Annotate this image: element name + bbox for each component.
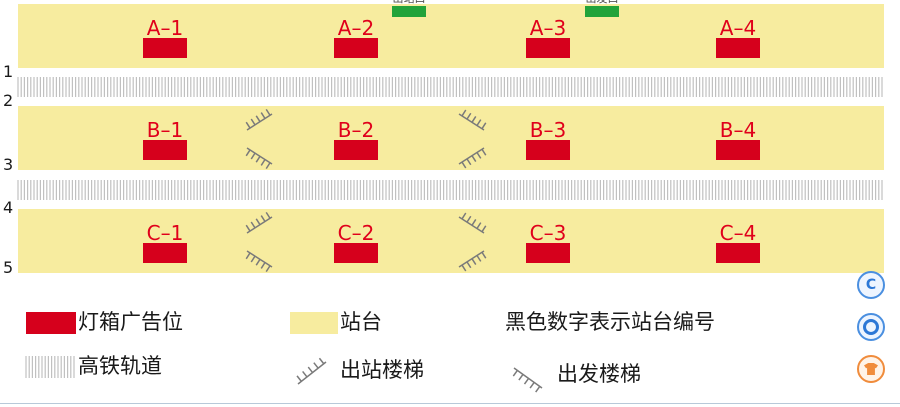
booth-label: C–2	[338, 221, 375, 245]
booth-label: C–1	[147, 221, 184, 245]
legend-departure-stairs-icon	[512, 367, 543, 393]
entrance-marker-1	[392, 6, 426, 17]
copyright-icon[interactable]: C	[857, 271, 885, 299]
platform-number-5: 5	[3, 258, 13, 277]
shirt-icon[interactable]	[857, 355, 885, 383]
platform-number-4: 4	[3, 198, 13, 217]
platform-number-3: 3	[3, 155, 13, 174]
exit-stairs-icon	[458, 147, 487, 169]
departure-stairs-icon	[458, 212, 487, 234]
lightbox-ad-A-1	[143, 38, 187, 58]
booth-label: A–3	[530, 16, 566, 40]
legend-track-label: 高铁轨道	[78, 354, 162, 378]
lightbox-ad-A-2	[334, 38, 378, 58]
lightbox-ad-C-4	[716, 243, 760, 263]
booth-label: B–1	[147, 118, 183, 142]
platform-number-2: 2	[3, 91, 13, 110]
booth-label: A–1	[147, 16, 183, 40]
departure-stairs-icon	[458, 109, 487, 131]
lightbox-ad-C-1	[143, 243, 187, 263]
entrance-marker-2	[585, 6, 619, 17]
departure-stairs-icon	[245, 250, 273, 273]
exit-stairs-icon	[245, 211, 273, 234]
lightbox-ad-B-4	[716, 140, 760, 160]
legend-exit-stairs-icon	[296, 357, 327, 385]
booth-label: B–3	[530, 118, 566, 142]
booth-label: C–4	[720, 221, 757, 245]
lightbox-ad-A-3	[526, 38, 570, 58]
legend-platform-label: 站台	[340, 310, 382, 334]
exit-stairs-icon	[458, 250, 487, 272]
booth-label: C–3	[530, 221, 567, 245]
lightbox-ad-B-1	[143, 140, 187, 160]
booth-label: B–4	[720, 118, 756, 142]
legend-lightbox-swatch	[26, 312, 76, 334]
lightbox-ad-C-2	[334, 243, 378, 263]
departure-stairs-icon	[245, 147, 273, 170]
legend-exit-stairs-label: 出站楼梯	[340, 358, 424, 382]
lightbox-ad-B-2	[334, 140, 378, 160]
legend-departure-stairs-label: 出发楼梯	[557, 362, 641, 386]
lightbox-ad-A-4	[716, 38, 760, 58]
legend-platform-swatch	[290, 312, 338, 334]
booth-label: A–4	[720, 16, 756, 40]
legend-numbers-note: 黑色数字表示站台编号	[505, 310, 715, 334]
legend-track-swatch	[25, 356, 75, 378]
lightbox-ad-C-3	[526, 243, 570, 263]
booth-label: A–2	[338, 16, 374, 40]
booth-label: B–2	[338, 118, 374, 142]
legend-lightbox-label: 灯箱广告位	[78, 310, 183, 334]
exit-stairs-icon	[245, 108, 273, 131]
track-2	[17, 180, 883, 200]
ring-icon[interactable]	[857, 313, 885, 341]
lightbox-ad-B-3	[526, 140, 570, 160]
platform-number-1: 1	[3, 62, 13, 81]
track-1	[17, 77, 883, 97]
entrance-marker-label: 出发口	[586, 0, 619, 5]
bottom-divider	[0, 403, 900, 404]
entrance-marker-label: 出站口	[393, 0, 426, 5]
